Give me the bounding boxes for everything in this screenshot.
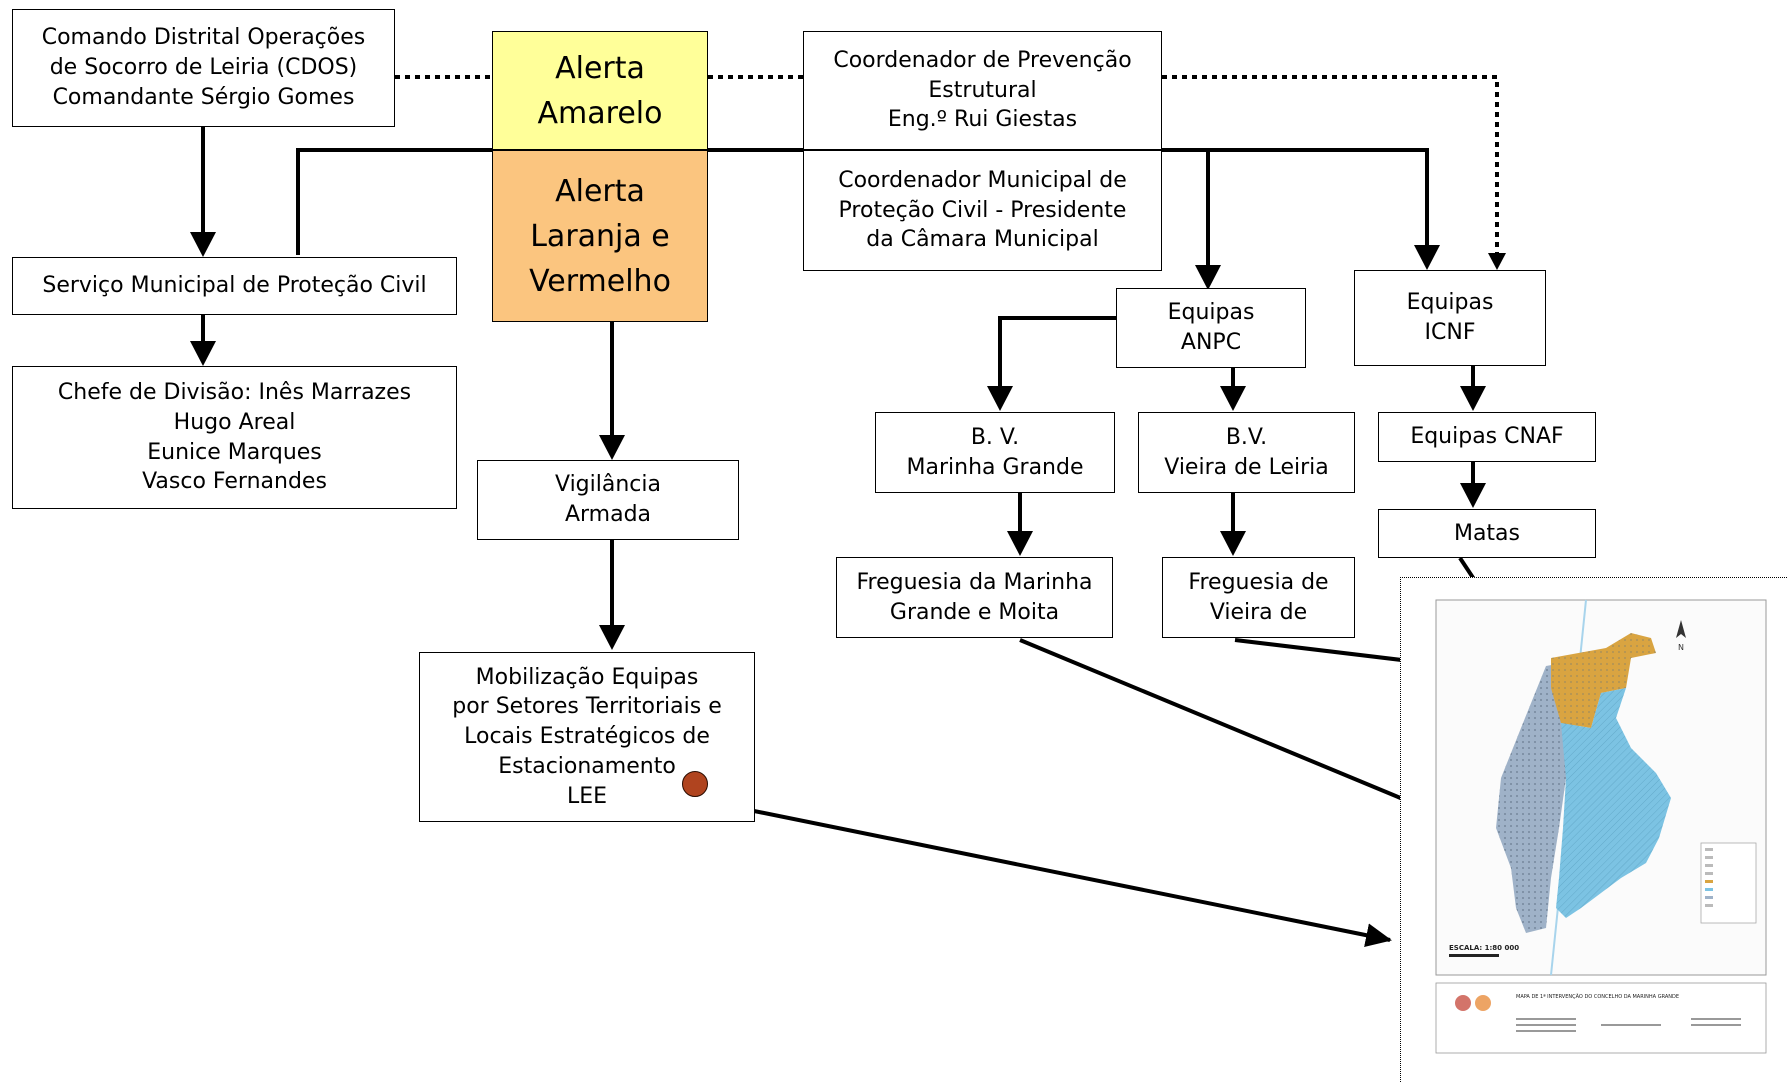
cdos-line-2: de Socorro de Leiria (CDOS) (49, 55, 358, 81)
vigilancia-line-1: Vigilância (555, 472, 661, 498)
svg-text:N: N (1678, 643, 1684, 652)
coord-prevencao-line-2: Estrutural (928, 77, 1037, 103)
chefe-divisao-line-3: Eunice Marques (147, 439, 322, 465)
mobilizacao-line-2: por Setores Territoriais e (452, 694, 722, 720)
bv-marinha-line-1: B. V. (970, 424, 1020, 450)
chefe-divisao-line-4: Vasco Fernandes (142, 469, 327, 495)
cdos-line-3: Comandante Sérgio Gomes (52, 84, 355, 110)
alerta-laranja-box: Alerta Laranja e Vermelho (492, 150, 708, 322)
alerta-amarelo-line-1: Alerta (555, 50, 645, 86)
bv-marinha-line-2: Marinha Grande (906, 454, 1084, 480)
mobilizacao-line-1: Mobilização Equipas (475, 664, 699, 690)
freguesia-vieira-line-1: Freguesia de (1188, 569, 1329, 595)
chefe-divisao-line-2: Hugo Areal (173, 409, 296, 435)
mobilizacao-line-5: LEE (566, 783, 608, 809)
matas-box: Matas (1378, 509, 1596, 558)
north-arrow-icon (1676, 620, 1686, 638)
lee-marker-dot (682, 771, 708, 797)
equipas-icnf-box: Equipas ICNF (1354, 270, 1546, 366)
smpc-box: Serviço Municipal de Proteção Civil (12, 257, 457, 315)
vigilancia-box: Vigilância Armada (477, 460, 739, 540)
municipality-map: N ESCALA: 1:80 000 MAPA DE 1ª INTERVENÇÃ… (1435, 599, 1767, 1054)
freguesia-marinha-line-1: Freguesia da Marinha (856, 569, 1093, 595)
alerta-amarelo-box: Alerta Amarelo (492, 31, 708, 150)
equipas-anpc-line-2: ANPC (1180, 330, 1242, 355)
cdos-line-1: Comando Distrital Operações (41, 25, 366, 51)
chefe-divisao-line-1: Chefe de Divisão: Inês Marrazes (57, 380, 412, 406)
equipas-anpc-box: Equipas ANPC (1116, 288, 1306, 368)
map-title: MAPA DE 1ª INTERVENÇÃO DO CONCELHO DA MA… (1516, 993, 1679, 1000)
bv-vieira-box: B.V. Vieira de Leiria (1138, 412, 1355, 493)
coord-prevencao-box: Coordenador de Prevenção Estrutural Eng.… (803, 31, 1162, 150)
chefe-divisao-box: Chefe de Divisão: Inês Marrazes Hugo Are… (12, 366, 457, 509)
equipas-cnaf-box: Equipas CNAF (1378, 412, 1596, 462)
equipas-anpc-line-1: Equipas (1167, 300, 1255, 326)
alerta-amarelo-line-2: Amarelo (537, 95, 663, 131)
smpc-line-1: Serviço Municipal de Proteção Civil (42, 273, 427, 299)
coord-municipal-line-1: Coordenador Municipal de (838, 167, 1127, 193)
coord-municipal-line-2: Proteção Civil - Presidente (838, 197, 1127, 223)
mobilizacao-line-4: Estacionamento (498, 753, 676, 779)
cdos-box: Comando Distrital Operações de Socorro d… (12, 9, 395, 127)
freguesia-marinha-line-2: Grande e Moita (889, 599, 1060, 625)
freguesia-marinha-box: Freguesia da Marinha Grande e Moita (836, 557, 1113, 638)
coord-prevencao-line-3: Eng.º Rui Giestas (887, 107, 1078, 133)
equipas-icnf-line-1: Equipas (1406, 290, 1494, 316)
mobilizacao-line-3: Locais Estratégicos de (464, 724, 710, 750)
mobilizacao-box: Mobilização Equipas por Setores Territor… (419, 652, 755, 822)
equipas-icnf-line-2: ICNF (1424, 320, 1476, 345)
alerta-laranja-line-3: Vermelho (529, 263, 671, 299)
bv-marinha-box: B. V. Marinha Grande (875, 412, 1115, 493)
alerta-laranja-line-2: Laranja e (530, 218, 670, 254)
alerta-laranja-line-1: Alerta (555, 173, 645, 209)
coord-municipal-box: Coordenador Municipal de Proteção Civil … (803, 150, 1162, 271)
vigilancia-line-2: Armada (564, 502, 652, 527)
map-image: N ESCALA: 1:80 000 MAPA DE 1ª INTERVENÇÃ… (1400, 577, 1787, 1082)
bv-vieira-line-1: B.V. (1225, 424, 1268, 450)
matas-line-1: Matas (1453, 520, 1521, 546)
map-scale-label: ESCALA: 1:80 000 (1449, 944, 1519, 952)
coord-prevencao-line-1: Coordenador de Prevenção (833, 47, 1132, 73)
freguesia-vieira-box: Freguesia de Vieira de (1162, 557, 1355, 638)
equipas-cnaf-line-1: Equipas CNAF (1410, 424, 1564, 450)
freguesia-vieira-line-2: Vieira de (1209, 599, 1308, 625)
coord-municipal-line-3: da Câmara Municipal (866, 227, 1099, 253)
bv-vieira-line-2: Vieira de Leiria (1164, 454, 1329, 480)
